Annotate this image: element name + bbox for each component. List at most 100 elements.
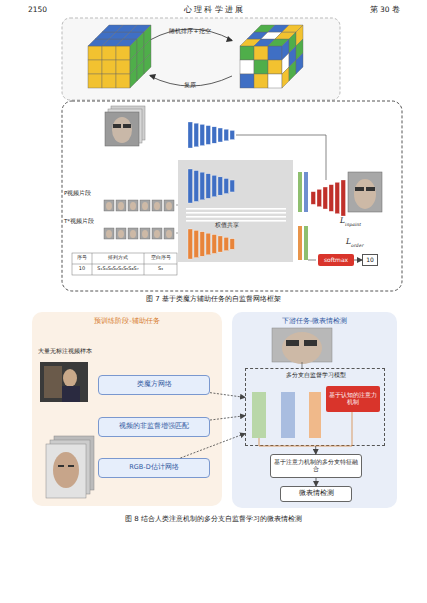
label-text: 第 30 卷	[340, 6, 400, 15]
branch-bar	[252, 392, 266, 438]
box-text: 微表情检测	[297, 490, 336, 497]
layer-block	[335, 182, 340, 213]
box-text: 下游任务-微表情检测	[232, 317, 397, 325]
arrow-head	[149, 74, 156, 80]
shuffle-arrow	[150, 29, 232, 40]
box-text: 大量无标注视频样本	[38, 348, 128, 355]
label-text: 心 理 科 学 进 展	[140, 6, 287, 15]
arrow-head	[226, 36, 233, 42]
layer-block	[194, 123, 199, 147]
layer-block	[311, 192, 316, 205]
label-text: 2150	[28, 6, 47, 15]
layer-block	[224, 129, 229, 141]
branch-bar	[309, 392, 321, 438]
layer-block	[200, 232, 205, 256]
clip-frame	[152, 228, 162, 239]
cube-cell	[144, 53, 151, 74]
cube-cell	[282, 67, 289, 88]
cube-cell	[254, 46, 268, 60]
cube-cell	[289, 60, 296, 81]
frame-face	[106, 230, 112, 238]
box-text: 预训练阶段-辅助任务	[32, 317, 222, 325]
label-text: P视频片段	[64, 190, 91, 196]
frame-face	[130, 230, 136, 238]
cube-cell	[268, 74, 282, 88]
encoder-group	[186, 122, 346, 259]
label-text: 复原	[170, 82, 210, 89]
layer-block	[212, 175, 217, 196]
box-text: softmax	[322, 257, 350, 264]
layer-block	[206, 126, 211, 145]
clip-frame	[104, 200, 114, 211]
layer-block	[194, 230, 199, 257]
layer-block	[206, 233, 211, 255]
clip-frame	[140, 200, 150, 211]
cube-group	[88, 25, 303, 88]
label-text: 10	[72, 266, 92, 272]
label-text: S₃	[144, 266, 177, 272]
cube-cell	[240, 60, 254, 74]
cube-cell	[88, 46, 102, 60]
layer-block	[212, 127, 217, 143]
clip-frame	[104, 228, 114, 239]
feature-vector	[298, 172, 302, 212]
clip-frames	[104, 200, 186, 239]
label-text: 排列方式	[92, 255, 144, 261]
process-box: 微表情检测	[280, 486, 352, 502]
label-text: S₁S₄S₃S₂S₆S₅S₈S₇	[92, 266, 144, 272]
layer-block	[224, 237, 229, 250]
box-text: 10	[364, 257, 376, 264]
frame-face	[154, 202, 160, 210]
clip-frame	[128, 228, 138, 239]
cube-cell	[116, 46, 130, 60]
table-rule	[92, 253, 93, 275]
process-box: 10	[362, 254, 378, 266]
clip-frame	[152, 200, 162, 211]
skip-wire	[236, 135, 326, 180]
layer-block	[188, 169, 193, 203]
layer-block	[323, 187, 328, 209]
label-text: inpaint	[345, 222, 361, 227]
cube-cell	[240, 46, 254, 60]
layer-block	[230, 180, 235, 192]
cube-cell	[254, 60, 268, 74]
process-box: RGB-D估计网络	[98, 458, 210, 478]
clip-frame	[128, 200, 138, 211]
process-box: 视频的非监督增强匹配	[98, 417, 210, 437]
connector-arrow	[354, 260, 362, 261]
label-text: 图 7 基于类魔方辅助任务的自监督网络框架	[0, 295, 427, 303]
order-table	[72, 253, 177, 275]
label-text: 权值共享	[205, 222, 249, 229]
cube-panel	[62, 18, 340, 100]
cube-cell	[268, 60, 282, 74]
cube-cell	[102, 46, 116, 60]
box-text: 基于注意力机制的多分支特征融合	[271, 459, 361, 473]
clip-frame	[116, 228, 126, 239]
wire	[308, 260, 316, 261]
layer-block	[200, 124, 205, 145]
frame-face	[166, 202, 172, 210]
process-box: softmax	[318, 254, 354, 266]
cube-cell	[116, 60, 130, 74]
feature-vector	[298, 226, 302, 260]
box-text: 类魔方网络	[135, 381, 174, 388]
layer-block	[200, 172, 205, 200]
frame-face	[118, 230, 124, 238]
label-text: 图 8 结合人类注意机制的多分支自监督学习的微表情检测	[0, 515, 427, 523]
network-frame	[62, 101, 402, 291]
output-face	[348, 172, 382, 212]
box-text: 多分支自监督学习模型	[246, 372, 386, 379]
stripe	[186, 216, 286, 218]
subject-face	[272, 328, 332, 364]
connector-arrow	[316, 478, 317, 486]
frame-face	[142, 230, 148, 238]
layer-block	[194, 171, 199, 202]
clip-frame	[116, 200, 126, 211]
layer-block	[230, 130, 235, 139]
label-text: order	[351, 243, 364, 248]
cube-cell	[88, 60, 102, 74]
box-text: 基于认知的注意力机制	[326, 392, 380, 405]
process-box: 基于注意力机制的多分支特征融合	[270, 454, 362, 478]
layer-block	[206, 174, 211, 199]
